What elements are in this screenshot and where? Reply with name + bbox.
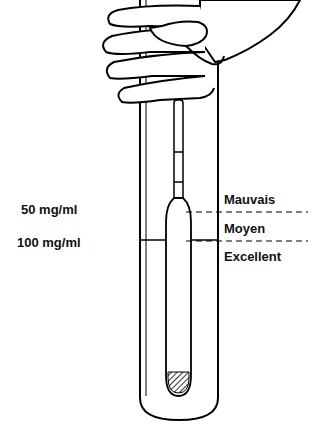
graduation — [174, 181, 183, 183]
hydrometer-bulb — [166, 198, 191, 396]
quality-label: Mauvais — [223, 193, 276, 206]
concentration-label: 100 mg/ml — [16, 236, 82, 249]
concentration-label: 50 mg/ml — [20, 203, 78, 216]
level-line — [186, 211, 308, 212]
level-line — [186, 240, 308, 241]
hydrometer-stem — [174, 100, 183, 200]
graduation — [174, 151, 183, 153]
hand — [103, 0, 300, 103]
quality-label: Excellent — [223, 250, 282, 263]
quality-label: Moyen — [223, 222, 266, 235]
ballast-weight — [168, 372, 189, 393]
